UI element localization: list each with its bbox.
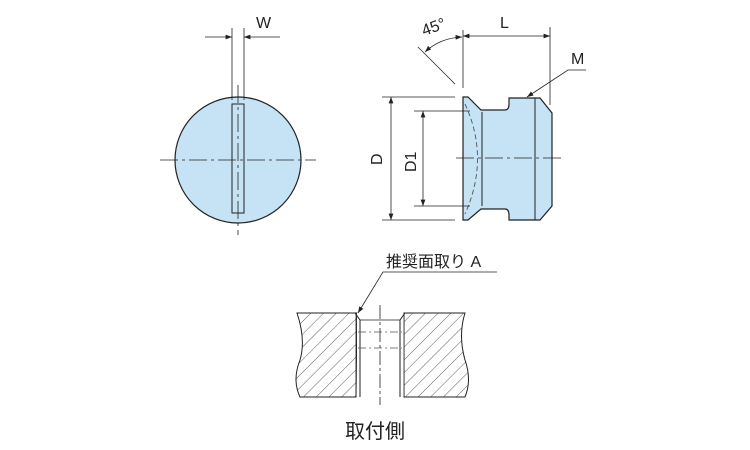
width-label: W xyxy=(256,15,272,32)
mounting-side-label: 取付側 xyxy=(345,420,405,443)
d-label: D xyxy=(369,153,386,165)
angle-label: 45° xyxy=(420,16,449,40)
length-label: L xyxy=(500,15,509,32)
side-view: D D1 L 45° M xyxy=(369,15,586,221)
front-view: W xyxy=(160,15,316,235)
d1-label: D1 xyxy=(403,151,420,172)
thread-label: M xyxy=(571,51,584,68)
chamfer-note: 推奨面取り A xyxy=(386,253,481,271)
mounting-section: 推奨面取り A 取付側 xyxy=(295,253,497,443)
